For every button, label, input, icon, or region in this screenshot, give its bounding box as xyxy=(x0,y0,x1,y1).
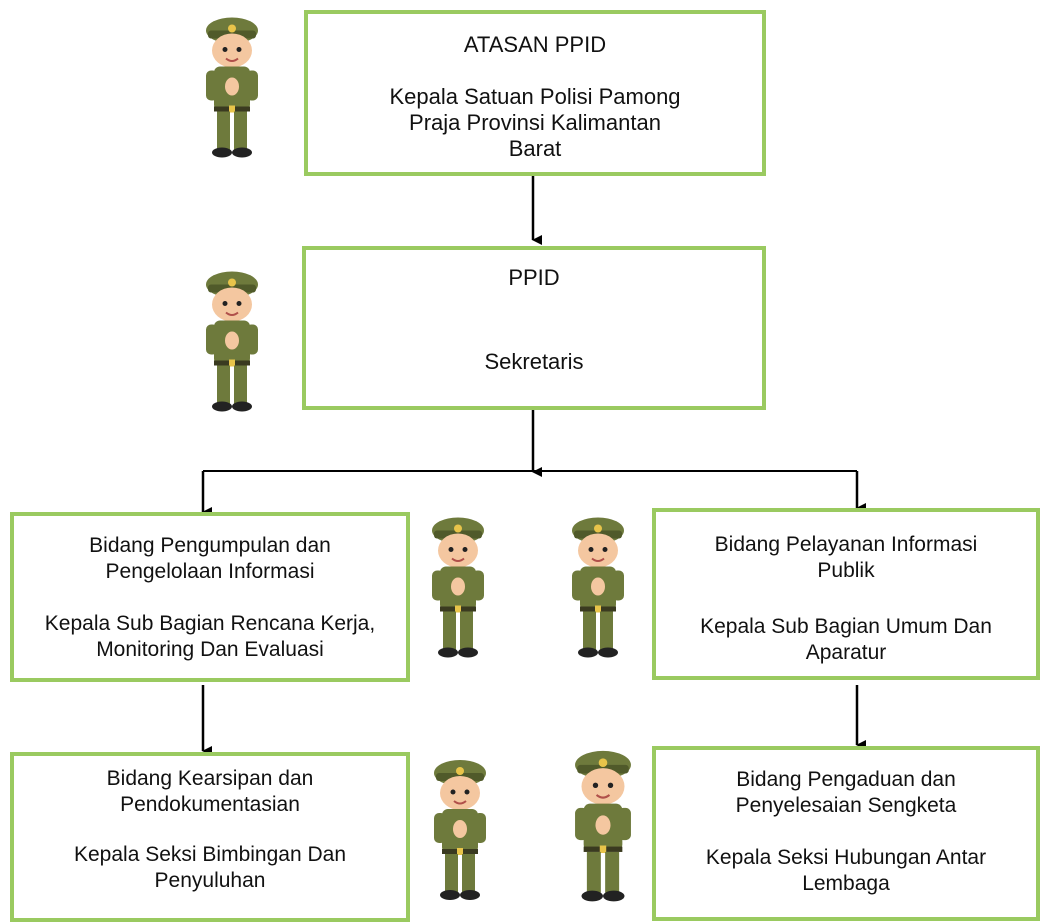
pengaduan-line3: Kepala Seksi Hubungan Antar xyxy=(705,846,987,869)
pengaduan-line4: Lembaga xyxy=(802,872,890,895)
kearsipan-line4: Penyuluhan xyxy=(154,869,266,892)
pengaduan-line1: Bidang Pengaduan dan xyxy=(736,768,956,791)
pengumpulan-line3: Kepala Sub Bagian Rencana Kerja, xyxy=(44,612,376,635)
kearsipan-line2: Pendokumentasian xyxy=(120,793,300,816)
pelayanan-line1: Bidang Pelayanan Informasi xyxy=(714,533,978,556)
satpol-pp-officer-icon xyxy=(433,759,487,901)
box-ppid: PPID Sekretaris xyxy=(302,246,766,410)
atasan-line2: Praja Provinsi Kalimantan xyxy=(409,110,661,135)
pelayanan-line4: Aparatur xyxy=(805,641,887,664)
pengumpulan-line2: Pengelolaan Informasi xyxy=(105,560,315,583)
atasan-line3: Barat xyxy=(508,136,562,161)
kearsipan-line1: Bidang Kearsipan dan xyxy=(106,767,314,790)
atasan-title: ATASAN PPID xyxy=(463,32,607,57)
ppid-subtitle: Sekretaris xyxy=(484,349,584,374)
pengumpulan-line4: Monitoring Dan Evaluasi xyxy=(96,638,324,661)
pengaduan-line2: Penyelesaian Sengketa xyxy=(735,794,957,817)
ppid-title: PPID xyxy=(508,265,560,290)
pengumpulan-line1: Bidang Pengumpulan dan xyxy=(89,534,331,557)
box-pelayanan-informasi: Bidang Pelayanan Informasi Publik Kepala… xyxy=(652,508,1040,680)
box-atasan-ppid: ATASAN PPID Kepala Satuan Polisi Pamong … xyxy=(304,10,766,176)
satpol-pp-officer-icon xyxy=(205,16,259,159)
pelayanan-line3: Kepala Sub Bagian Umum Dan xyxy=(700,615,992,638)
satpol-pp-officer-icon xyxy=(571,516,625,659)
pelayanan-line2: Publik xyxy=(817,559,875,582)
box-kearsipan: Bidang Kearsipan dan Pendokumentasian Ke… xyxy=(10,752,410,922)
kearsipan-line3: Kepala Seksi Bimbingan Dan xyxy=(74,843,346,866)
satpol-pp-officer-icon xyxy=(431,516,485,659)
atasan-line1: Kepala Satuan Polisi Pamong xyxy=(389,84,681,109)
satpol-pp-officer-icon xyxy=(205,270,259,413)
box-pengumpulan-informasi: Bidang Pengumpulan dan Pengelolaan Infor… xyxy=(10,512,410,682)
box-pengaduan: Bidang Pengaduan dan Penyelesaian Sengke… xyxy=(652,746,1040,921)
satpol-pp-officer-icon xyxy=(573,749,633,903)
